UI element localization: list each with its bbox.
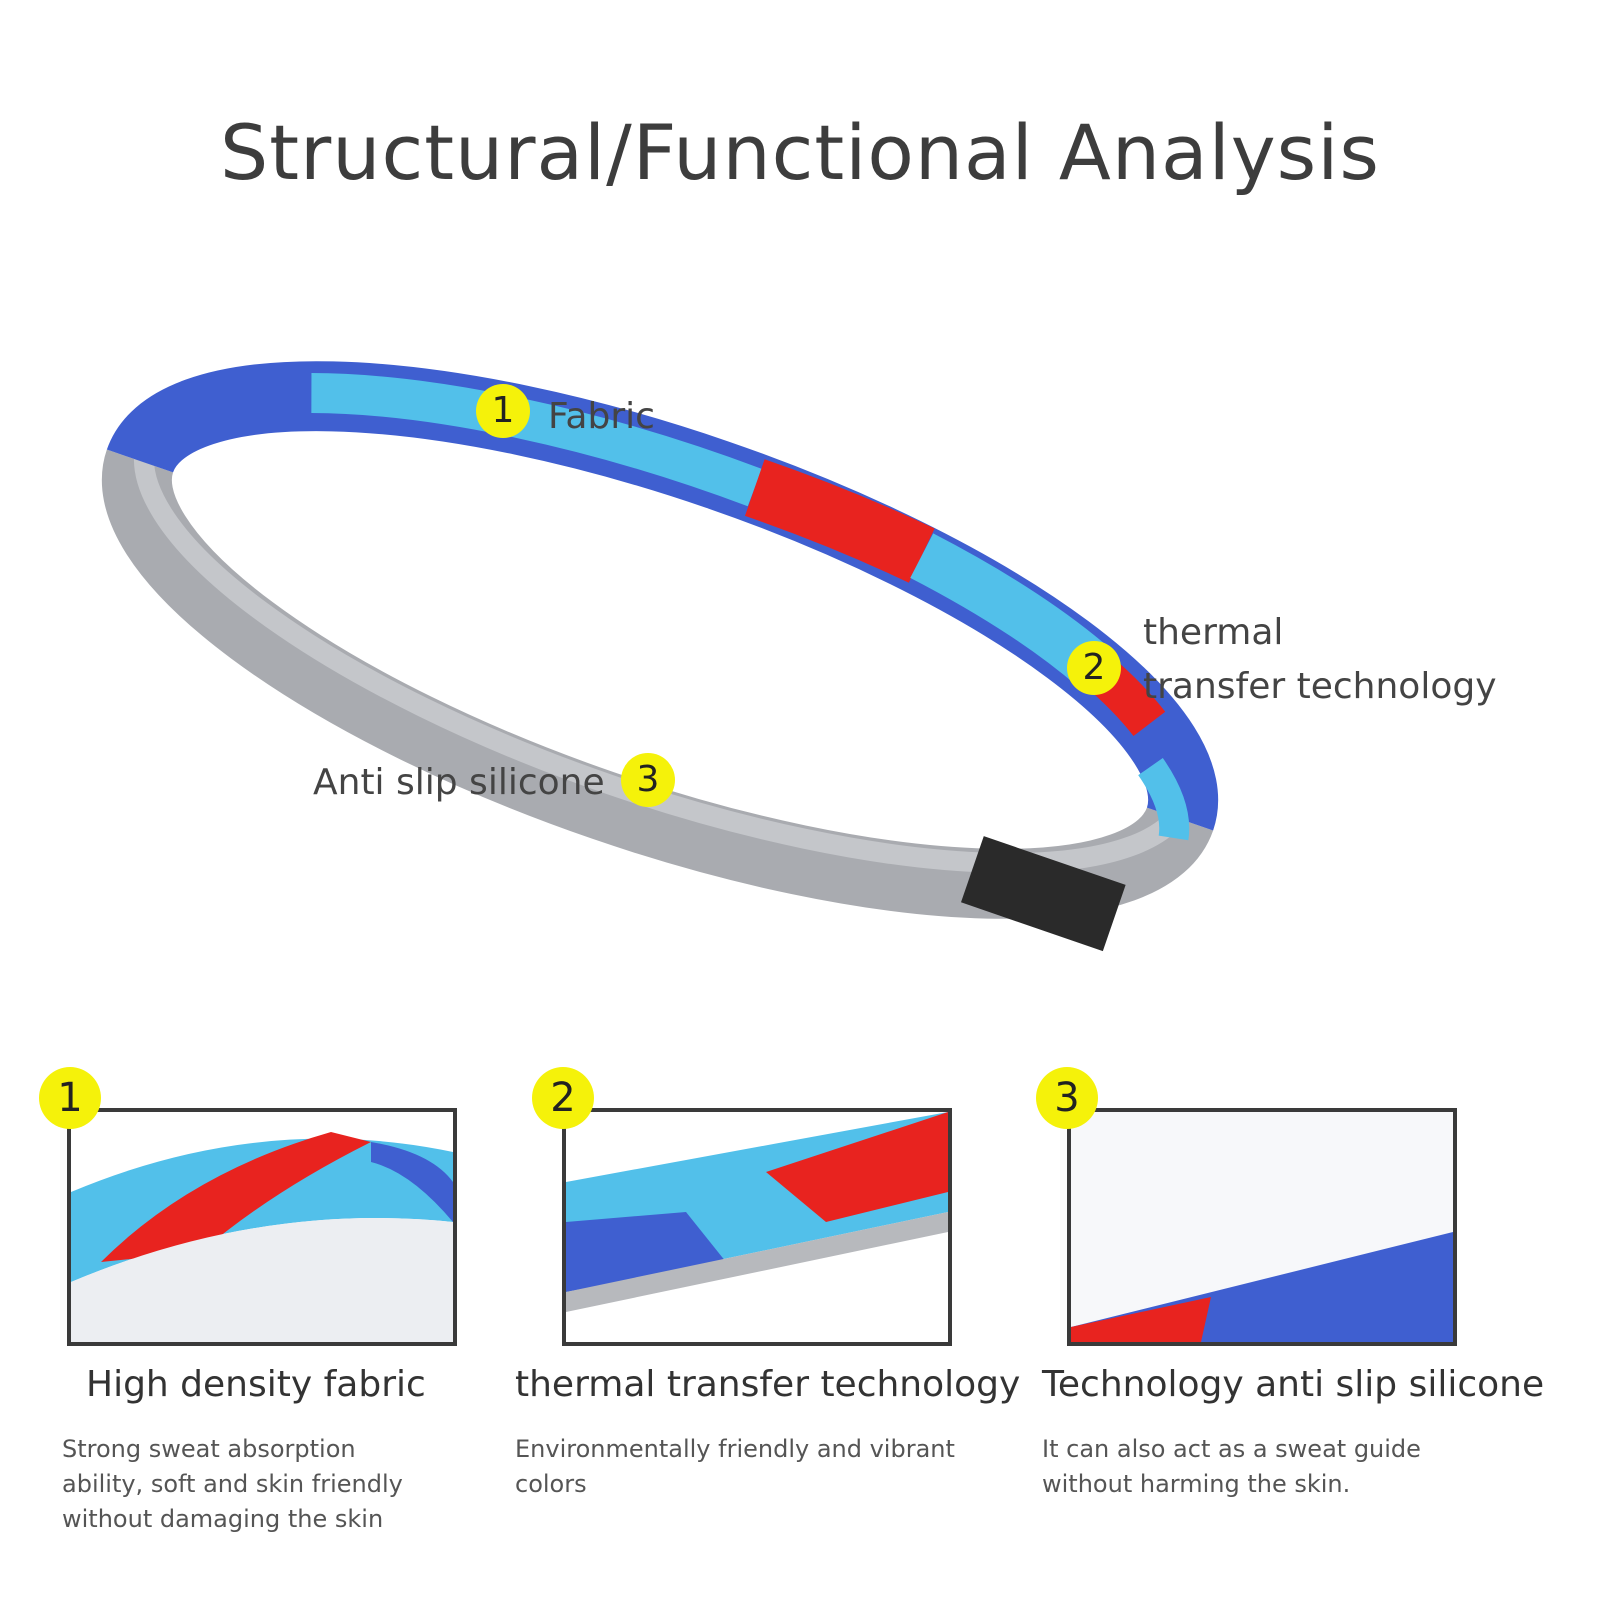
- callout-thermal: thermal transfer technology: [1143, 606, 1497, 714]
- detail-photo-silicone: [1067, 1108, 1457, 1346]
- page-title: Structural/Functional Analysis: [220, 108, 1380, 197]
- detail-photo-thermal-transfer: [562, 1108, 952, 1346]
- feature-title-1: High density fabric: [86, 1364, 426, 1405]
- callout-badge-2: 2: [1067, 641, 1121, 695]
- feature-badge-2: 2: [532, 1067, 594, 1129]
- callout-thermal-line2: transfer technology: [1143, 666, 1497, 707]
- feature-title-2: thermal transfer technology: [515, 1364, 1021, 1405]
- feature-description-2: Environmentally friendly and vibrant col…: [515, 1435, 955, 1498]
- callout-silicone: Anti slip silicone: [313, 762, 605, 803]
- headband-illustration: [101, 361, 1219, 952]
- feature-description-1: Strong sweat absorption ability, soft an…: [62, 1435, 403, 1533]
- feature-badge-1: 1: [39, 1067, 101, 1129]
- callout-badge-1: 1: [476, 384, 530, 438]
- feature-title-3: Technology anti slip silicone: [1042, 1364, 1545, 1405]
- callout-badge-3: 3: [621, 753, 675, 807]
- feature-badge-3: 3: [1036, 1067, 1098, 1129]
- feature-description-3: It can also act as a sweat guide without…: [1042, 1435, 1421, 1498]
- detail-photo-fabric: [67, 1108, 457, 1346]
- callout-fabric: Fabric: [548, 396, 655, 437]
- callout-thermal-line1: thermal: [1143, 612, 1284, 653]
